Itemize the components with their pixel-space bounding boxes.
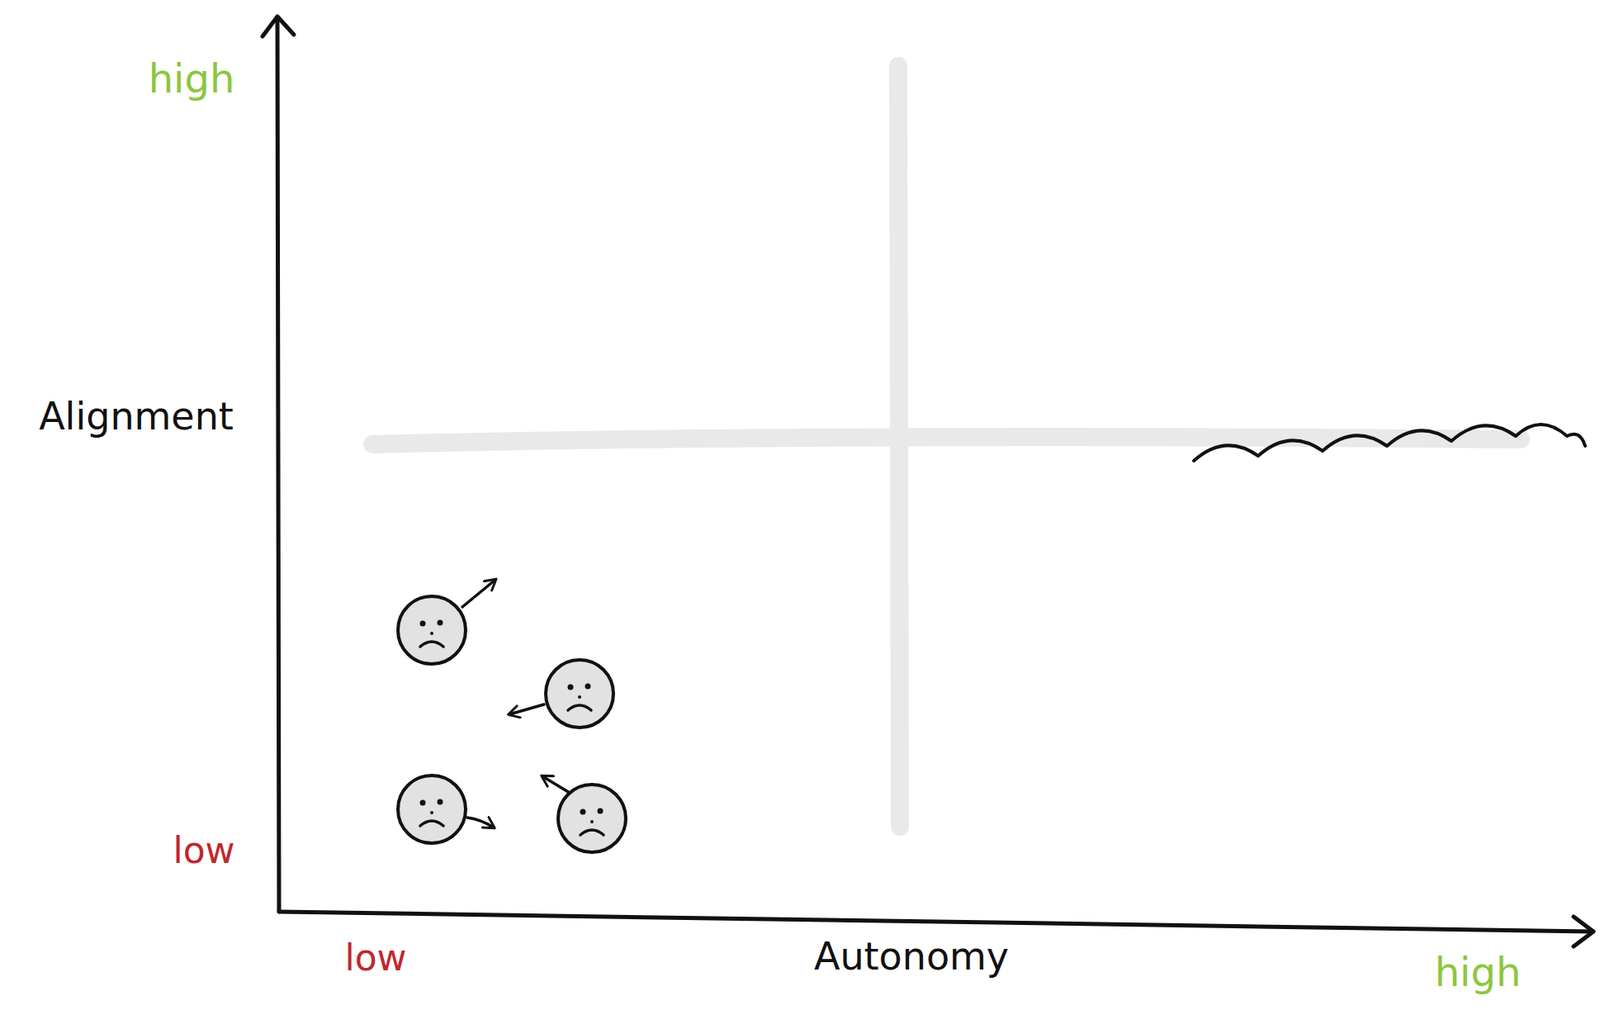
axis-end-label: high: [1434, 949, 1522, 995]
sad-face: [545, 659, 614, 728]
x-axis-head: [1573, 916, 1594, 947]
vertical-divider: [898, 66, 900, 827]
movement-arrow: [462, 579, 496, 607]
axis-end-label: high: [148, 56, 236, 102]
sad-face: [558, 784, 626, 853]
axis-title: Autonomy: [814, 934, 1009, 979]
axis-title: Alignment: [38, 394, 234, 439]
movement-arrow: [467, 817, 494, 828]
sad-face: [397, 775, 466, 843]
x-axis: [279, 911, 1592, 932]
axis-end-label: low: [344, 937, 407, 980]
axes: [262, 16, 1594, 947]
quadrant-divider: [372, 66, 1521, 827]
movement-arrow: [509, 704, 545, 715]
movement-arrow: [542, 776, 570, 793]
axis-end-label: low: [172, 829, 235, 872]
squiggle-line: [1193, 424, 1586, 461]
sad-face: [397, 596, 466, 664]
y-axis: [277, 18, 280, 912]
y-axis-head: [262, 16, 294, 37]
